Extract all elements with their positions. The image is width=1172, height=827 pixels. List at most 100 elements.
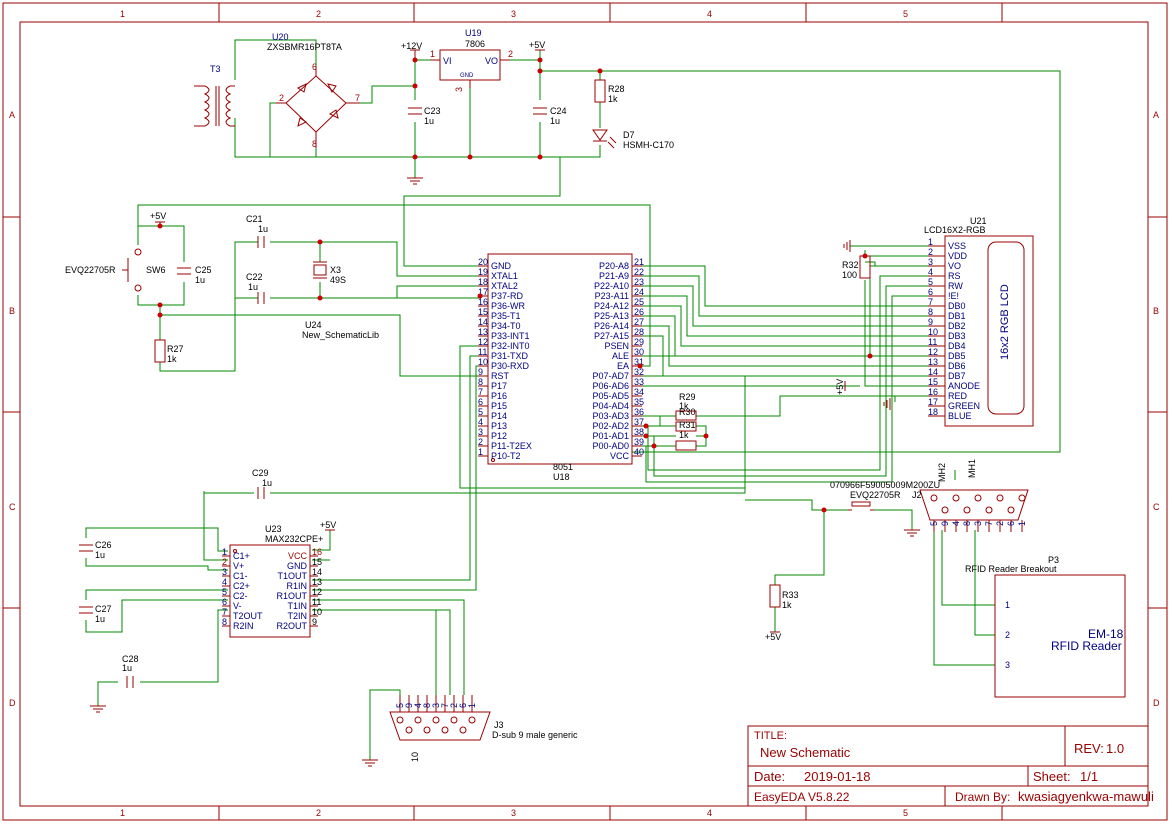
pin-label: P34-T0 <box>491 321 521 331</box>
ground-symbol-2 <box>843 240 851 252</box>
pin-number: 6 <box>478 397 483 407</box>
pin-number: 13 <box>928 357 938 367</box>
svg-text:1u: 1u <box>258 224 268 234</box>
mcu-u18: GND20XTAL119XTAL218P37-RD17P36-WR16P35-T… <box>478 253 644 482</box>
db9-pin <box>952 494 960 502</box>
svg-text:C21: C21 <box>246 214 263 224</box>
pin-number: 1 <box>222 547 227 557</box>
pin-number: 5 <box>478 407 483 417</box>
pin-label: T2IN <box>287 611 307 621</box>
u23-ref: U23 <box>265 524 282 534</box>
svg-text:MH2: MH2 <box>937 463 947 482</box>
pin-label: P02-AD2 <box>592 421 629 431</box>
pin-number: 7 <box>984 521 994 526</box>
svg-text:2: 2 <box>1005 630 1010 640</box>
ground-symbol-6 <box>362 759 378 767</box>
pin-label: R1IN <box>286 581 307 591</box>
svg-text:1k: 1k <box>608 94 618 104</box>
db9-pin <box>1007 506 1015 514</box>
u21-ref: U21 <box>970 216 987 226</box>
em18-label: EM-18 <box>1088 627 1124 641</box>
pin-label: P21-A9 <box>599 271 629 281</box>
pin-label: P20-A8 <box>599 261 629 271</box>
col-4-top: 4 <box>707 9 712 19</box>
db9-pin <box>405 726 413 734</box>
pin-number: 1 <box>478 447 483 457</box>
db9-pin <box>963 506 971 514</box>
svg-text:8: 8 <box>312 139 317 149</box>
db9-pin <box>441 726 449 734</box>
u18-ref: U18 <box>553 472 570 482</box>
col-2-top: 2 <box>316 9 321 19</box>
svg-text:1u: 1u <box>195 275 205 285</box>
db9-pin <box>468 716 476 724</box>
pin-label: XTAL2 <box>491 281 518 291</box>
col-1-bottom: 1 <box>120 808 125 818</box>
pin-number: 8 <box>422 703 432 708</box>
pin-label: GND <box>491 261 512 271</box>
pin-label: ALE <box>612 351 629 361</box>
schematic-date: 2019-01-18 <box>804 769 871 784</box>
pin-label: R2OUT <box>276 621 307 631</box>
u20-ref: U20 <box>272 32 289 42</box>
svg-text:1k: 1k <box>679 401 689 411</box>
pin-number: 16 <box>928 387 938 397</box>
pin-label: P11-T2EX <box>491 441 532 451</box>
pin-label: P30-RXD <box>491 361 530 371</box>
svg-text:1: 1 <box>1005 600 1010 610</box>
svg-text:1u: 1u <box>122 663 132 673</box>
ground-symbol-4 <box>904 529 920 537</box>
pin-number: 36 <box>634 407 644 417</box>
pin-number: 16 <box>478 297 488 307</box>
pin-label: P16 <box>491 391 507 401</box>
pin-label: EA <box>617 361 629 371</box>
pin-number: 25 <box>634 297 644 307</box>
db9-pin <box>423 726 431 734</box>
pin-number: 19 <box>478 267 488 277</box>
col-1-top: 1 <box>120 9 125 19</box>
u24-value: New_SchematicLib <box>302 330 379 340</box>
svg-text:C22: C22 <box>246 272 263 282</box>
pin-number: 6 <box>458 703 468 708</box>
pin-number: 14 <box>928 367 938 377</box>
pin-number: 8 <box>478 377 483 387</box>
pin-number: 20 <box>478 257 488 267</box>
pin-label: C1- <box>233 571 248 581</box>
svg-text:1k: 1k <box>167 354 177 364</box>
pin-number: 6 <box>222 597 227 607</box>
pin-number: 24 <box>634 287 644 297</box>
pin-label: V+ <box>233 561 244 571</box>
u23-value: MAX232CPE+ <box>265 534 323 544</box>
plus5v-label-1: +5V <box>529 40 545 50</box>
col-5-top: 5 <box>903 9 908 19</box>
pin-label: RST <box>491 371 510 381</box>
pin-number: 4 <box>413 703 423 708</box>
svg-text:1k: 1k <box>782 600 792 610</box>
db9-pin <box>996 494 1004 502</box>
u21-value: LCD16X2-RGB <box>924 225 986 235</box>
svg-text:Sheet:: Sheet: <box>1033 769 1071 784</box>
pin-number: 4 <box>478 417 483 427</box>
svg-text:R27: R27 <box>167 344 184 354</box>
pin-label: DB7 <box>948 371 966 381</box>
pin-number: 13 <box>478 327 488 337</box>
svg-text:C23: C23 <box>424 106 441 116</box>
schematic-title: New Schematic <box>760 745 851 760</box>
pin-number: 22 <box>634 267 644 277</box>
pin-label: C2- <box>233 591 248 601</box>
plus5v-label-5: +5V <box>835 379 845 395</box>
ground-symbol-5 <box>90 705 106 713</box>
svg-text:2: 2 <box>279 93 284 103</box>
pin-label: P15 <box>491 401 507 411</box>
svg-text:R31: R31 <box>679 420 696 430</box>
pin-number: 10 <box>312 607 322 617</box>
pin-number: 3 <box>222 567 227 577</box>
pin-number: 9 <box>940 521 950 526</box>
pin-number: 40 <box>634 447 644 457</box>
pin-number: 7 <box>928 297 933 307</box>
